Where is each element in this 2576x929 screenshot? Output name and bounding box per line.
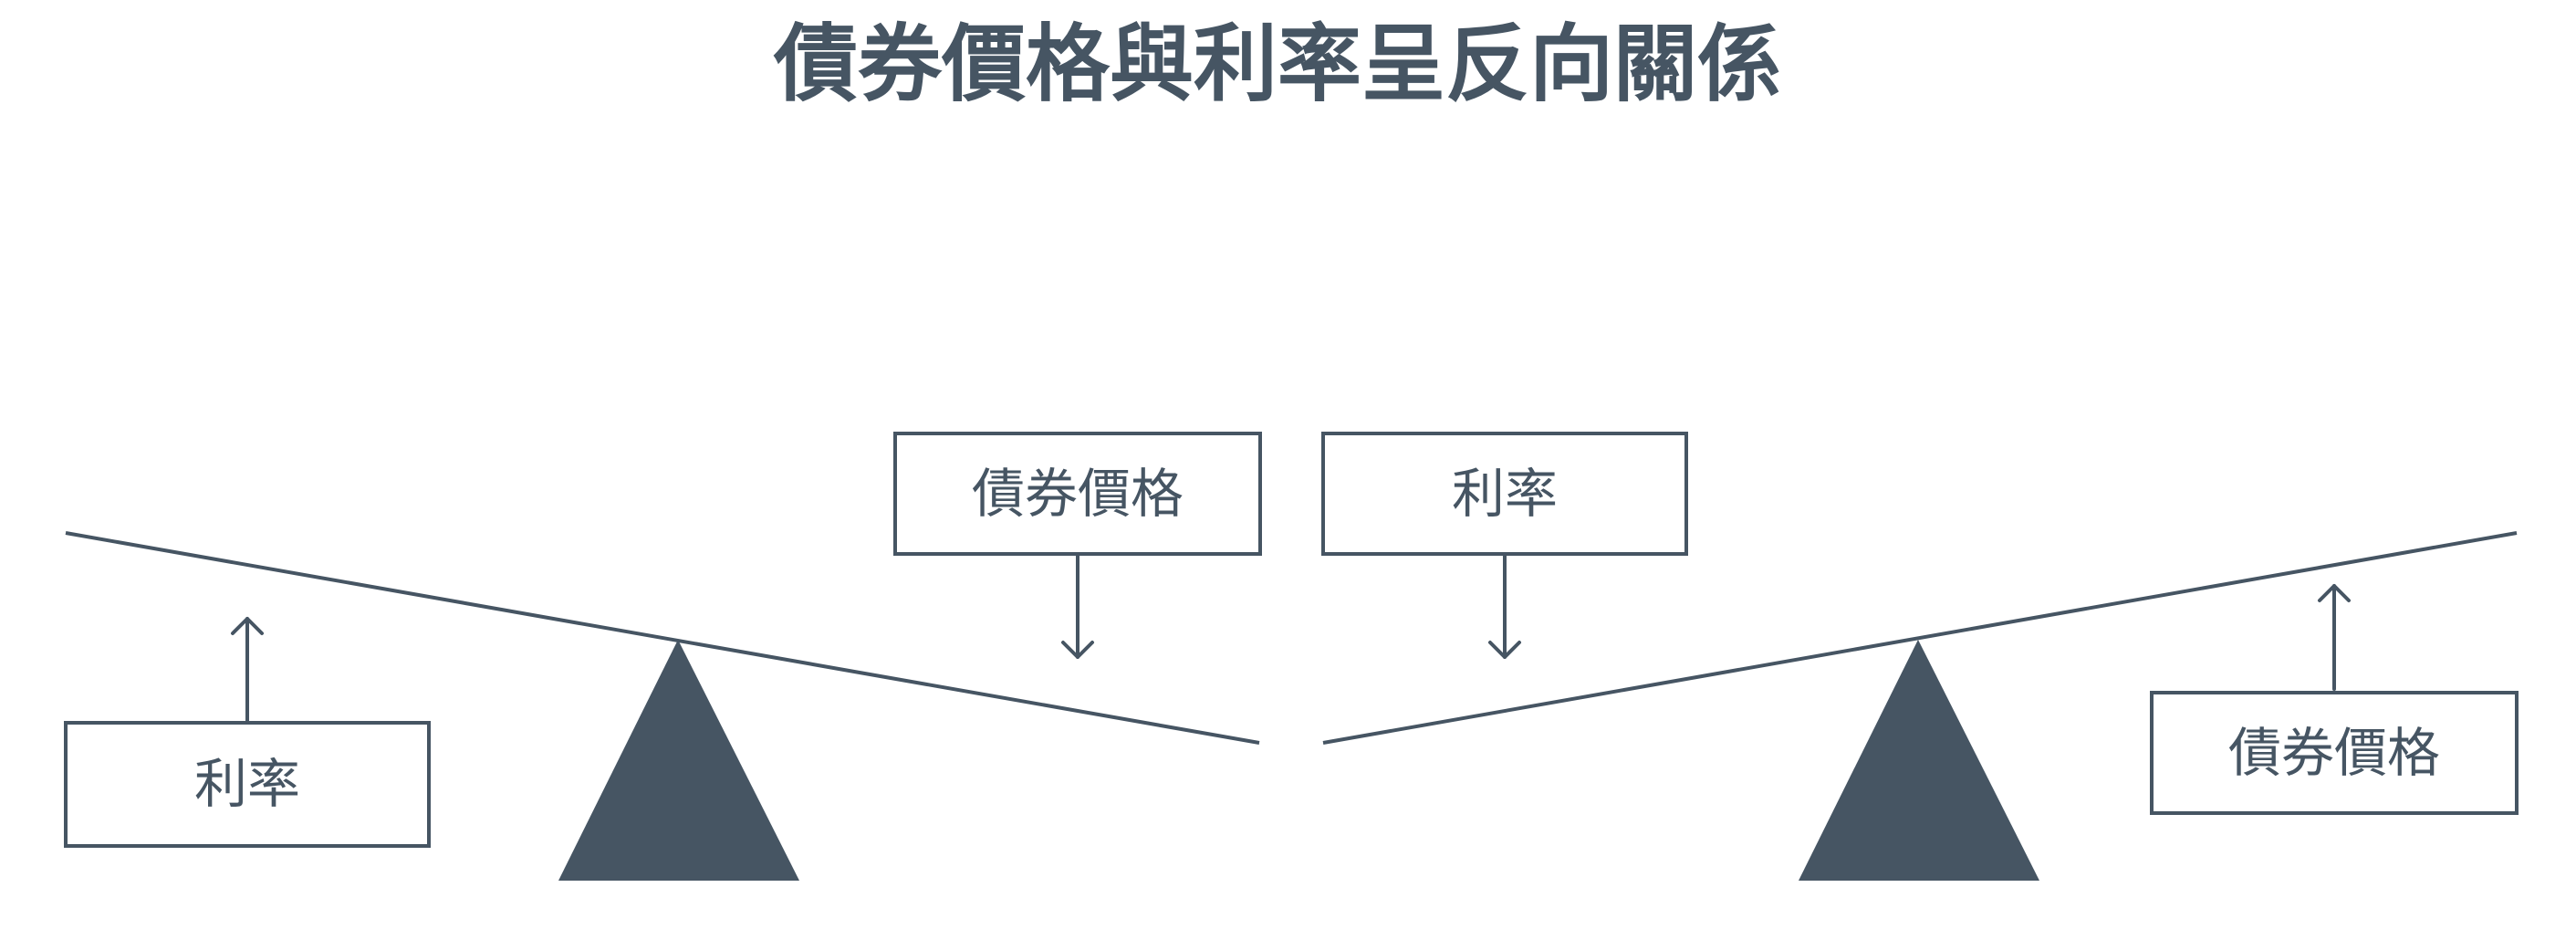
right-rate-label: 利率 bbox=[1452, 463, 1558, 525]
left-up-arrow-icon bbox=[231, 617, 264, 723]
left-falling-box: 債券價格 bbox=[893, 432, 1262, 556]
right-fulcrum-triangle bbox=[1799, 640, 2039, 881]
right-seesaw: 利率 債券價格 bbox=[1321, 432, 2519, 881]
right-rising-box: 債券價格 bbox=[2150, 691, 2519, 815]
left-bond-price-box bbox=[893, 432, 1262, 556]
diagram-title: 債券價格與利率呈反向關係 bbox=[773, 16, 1781, 113]
left-rate-box bbox=[64, 721, 431, 848]
left-rising-box: 利率 bbox=[64, 721, 431, 848]
left-rate-label: 利率 bbox=[194, 753, 300, 815]
right-falling-box: 利率 bbox=[1321, 432, 1688, 556]
left-bond-price-label: 債券價格 bbox=[972, 463, 1184, 525]
right-down-arrow-icon bbox=[1488, 554, 1521, 659]
left-down-arrow-icon bbox=[1061, 554, 1094, 659]
right-rate-box bbox=[1321, 432, 1688, 556]
right-bond-price-box bbox=[2150, 691, 2519, 815]
right-up-arrow-icon bbox=[2318, 584, 2351, 691]
left-seesaw: 利率 債券價格 bbox=[64, 432, 1262, 881]
right-seesaw-beam bbox=[1322, 531, 2518, 745]
left-seesaw-beam bbox=[65, 531, 1260, 745]
left-fulcrum-triangle bbox=[558, 640, 799, 881]
right-bond-price-label: 債券價格 bbox=[2228, 722, 2440, 784]
